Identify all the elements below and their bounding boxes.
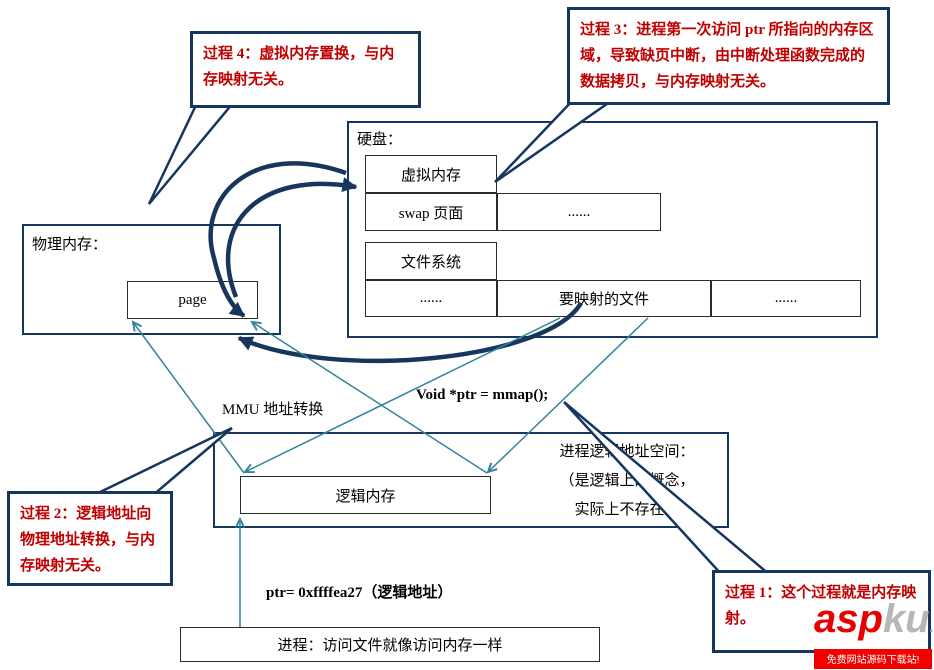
- fs-ellipsis-box: ......: [365, 280, 497, 317]
- callout2-beak: [91, 426, 233, 498]
- mmap-call-label: Void *ptr = mmap();: [416, 387, 549, 403]
- ptr-value-label: ptr= 0xffffea27（逻辑地址）: [266, 585, 453, 601]
- mapped-file-box: 要映射的文件: [497, 280, 711, 317]
- logical-space-line3: 实际上不存在）: [574, 502, 680, 518]
- physical-memory-title: 物理内存：: [32, 237, 108, 253]
- mmu-label: MMU 地址转换: [222, 402, 324, 418]
- watermark-logo: aspku.com: [814, 597, 934, 648]
- watermark-slogan: 免费网站源码下载站!: [814, 649, 932, 669]
- right-ellipsis-box: ......: [711, 280, 861, 317]
- watermark-com: .com: [929, 619, 934, 636]
- logical-space-text: 进程逻辑地址空间： （是逻辑上的概念， 实际上不存在）: [528, 438, 726, 525]
- watermark-asp: asp: [814, 597, 883, 641]
- virtual-memory-box: 虚拟内存: [365, 155, 497, 193]
- callout-process2: 过程 2：逻辑地址向物理地址转换，与内存映射无关。: [7, 491, 173, 586]
- page-box: page: [127, 281, 258, 319]
- process-box: 进程：访问文件就像访问内存一样: [180, 627, 600, 662]
- callout-process4: 过程 4：虚拟内存置换，与内存映射无关。: [190, 31, 421, 108]
- hard-disk-title: 硬盘：: [357, 132, 403, 148]
- swap-ellipsis-box: ......: [497, 193, 661, 231]
- logical-memory-box: 逻辑内存: [240, 476, 491, 514]
- watermark-ku: ku: [882, 597, 930, 641]
- callout4-beak: [147, 101, 236, 205]
- watermark: aspku.com 免费网站源码下载站!: [814, 597, 934, 669]
- logical-space-line2: （是逻辑上的概念，: [559, 473, 695, 489]
- swap-page-box: swap 页面: [365, 193, 497, 231]
- file-system-box: 文件系统: [365, 242, 497, 280]
- callout-process3: 过程 3：进程第一次访问 ptr 所指向的内存区域，导致缺页中断，由中断处理函数…: [567, 7, 890, 105]
- callout-process1: 过程 1：这个过程就是内存映射。: [712, 570, 931, 653]
- logical-space-line1: 进程逻辑地址空间：: [559, 444, 695, 460]
